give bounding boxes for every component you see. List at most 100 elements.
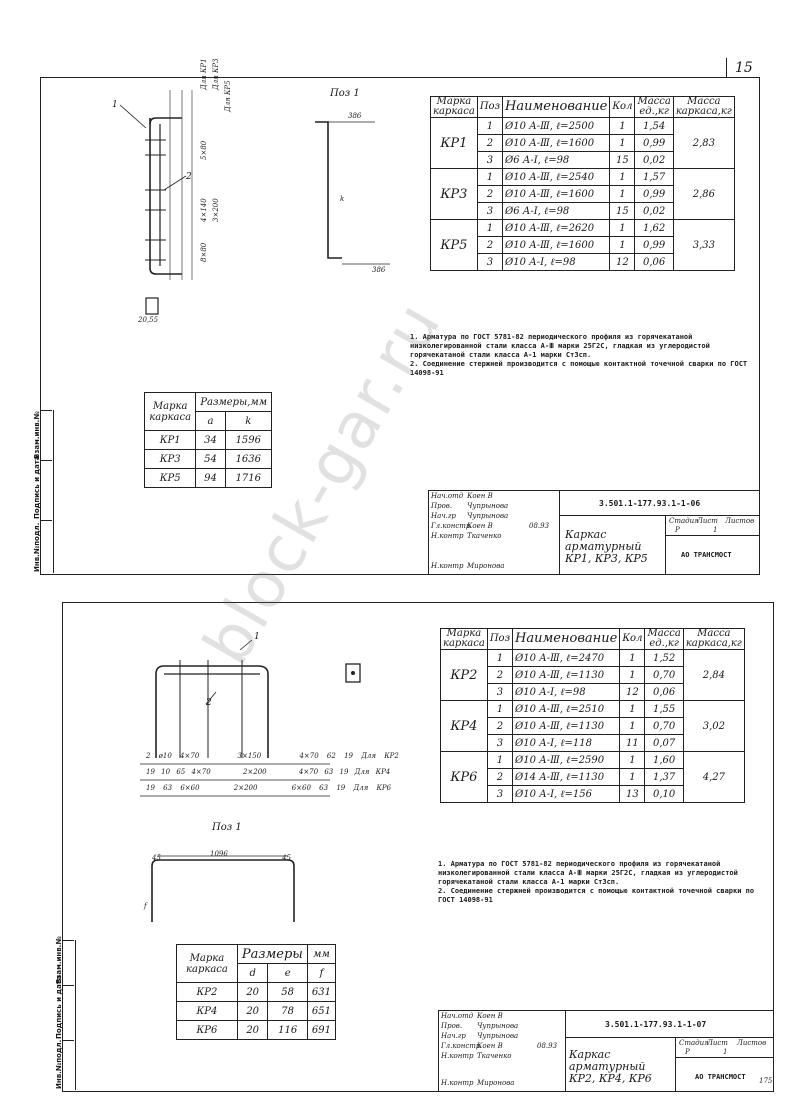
table-row: КР2 1 Ø10 А-Ⅲ, ℓ=2470 1 1,52 2,84 xyxy=(440,649,745,701)
sheet-2-corner-l: 45 xyxy=(152,854,161,862)
qty-cell: 13 xyxy=(619,785,646,803)
qty-cell: 15 xyxy=(609,202,636,220)
name-cell: Ø10 А-Ⅲ, ℓ=2590 xyxy=(512,751,621,769)
sheet-1-mark-1: 1 xyxy=(112,100,118,110)
stamp-name: Чупрынова xyxy=(467,502,509,510)
pos-cell: 1 xyxy=(476,117,504,135)
cage-corner xyxy=(149,117,157,125)
sheet-2-pos-label: Поз 1 xyxy=(212,822,242,833)
stage-value: Р xyxy=(685,1048,690,1056)
spec-header-row: Марка каркаса Поз Наименование Кол Масса… xyxy=(440,628,745,650)
dim-item: 63 xyxy=(163,784,173,792)
stamp-role: Нач.гр xyxy=(441,1032,466,1040)
brand-cell: КР2 xyxy=(440,649,488,701)
qty-cell: 1 xyxy=(619,717,646,735)
pos-cell: 1 xyxy=(486,649,514,667)
dim-item: 10 xyxy=(161,768,171,776)
side-cell: Взам.инв.№ xyxy=(33,410,52,461)
dims-subheader-row: a k xyxy=(145,411,273,431)
name-cell: Ø10 А-Ⅲ, ℓ=1130 xyxy=(512,666,621,684)
dims-col-a: a xyxy=(195,411,226,431)
dim-item: 63 xyxy=(319,784,329,792)
sheet-1-frame-drawing xyxy=(119,90,390,315)
sheet-value: 1 xyxy=(713,526,718,534)
name-cell: Ø14 А-Ⅲ, ℓ=1130 xyxy=(512,768,621,786)
stage-label: Стадия xyxy=(669,517,699,525)
dim-item: Для КР6 xyxy=(353,784,392,792)
page-number: 15 xyxy=(735,60,753,76)
dims-col-sizes: Размеры xyxy=(236,944,308,964)
pos-cell: 3 xyxy=(486,734,514,752)
qty-cell: 1 xyxy=(609,219,636,237)
sheet-1-vdim-4x140: 4×140 xyxy=(200,198,208,222)
sheet-2-frame-drawing xyxy=(140,640,330,797)
stamp-name: Чупрынова xyxy=(467,512,509,520)
qty-cell: 1 xyxy=(619,751,646,769)
dim-item: Для КР4 xyxy=(354,768,391,776)
stamp-name: Миронова xyxy=(467,562,505,570)
table-row: 3 Ø10 А-I, ℓ=156 13 0,10 xyxy=(441,785,745,803)
dim-item: 6×60 xyxy=(291,784,311,792)
dims-cell: КР4 xyxy=(176,1001,238,1021)
name-cell: Ø10 А-Ⅲ, ℓ=1600 xyxy=(502,134,611,152)
name-cell: Ø10 А-I, ℓ=98 xyxy=(502,253,611,271)
stamp-org: АО ТРАНСМОСТ xyxy=(681,551,732,559)
name-cell: Ø10 А-Ⅲ, ℓ=2620 xyxy=(502,219,611,237)
dims-header-row: Марка каркаса Размеры мм xyxy=(176,944,337,983)
sheet-1-vdim-3x200: 3×200 xyxy=(212,198,220,222)
table-row: КР3 1 Ø10 А-Ⅲ, ℓ=2540 1 1,57 2,86 xyxy=(430,168,735,220)
col-brand: Марка каркаса xyxy=(440,628,488,650)
sheet-1-vdim-8x80: 8×80 xyxy=(200,242,208,262)
pos-cell: 1 xyxy=(476,219,504,237)
pos-cell: 2 xyxy=(486,768,514,786)
dims-cell: 1596 xyxy=(224,430,273,450)
stamp-role: Н.контр xyxy=(431,562,464,570)
table-row: КР5 1 Ø10 А-Ⅲ, ℓ=2620 1 1,62 3,33 xyxy=(430,219,735,271)
mass-cell: 0,07 xyxy=(644,734,684,752)
stage-value: Р xyxy=(675,526,680,534)
name-cell: Ø10 А-I, ℓ=118 xyxy=(512,734,621,752)
stamp-role: Гл.констр xyxy=(431,522,471,530)
dims-cell: 1716 xyxy=(224,468,273,488)
col-pos: Поз xyxy=(476,96,504,118)
total-cell: 3,33 xyxy=(672,219,735,271)
pos-cell: 2 xyxy=(486,717,514,735)
stamp-code: 3.501.1-177.93.1-1-07 xyxy=(605,1020,707,1029)
stamp-date: 08.93 xyxy=(529,522,550,530)
sheet-value: 1 xyxy=(723,1048,728,1056)
mass-cell: 1,60 xyxy=(644,751,684,769)
dims-subheader-row: d e f xyxy=(177,963,337,983)
qty-cell: 12 xyxy=(609,253,636,271)
sheet-2-dim-top: 1096 xyxy=(210,850,228,858)
pos-cell: 2 xyxy=(476,134,504,152)
dims-cell: 94 xyxy=(195,468,226,488)
sheet-2-corner-r: 45 xyxy=(282,854,291,862)
cage-rod-1 xyxy=(155,665,269,758)
dim-item: 2 ø10 xyxy=(146,752,172,760)
mass-cell: 1,57 xyxy=(634,168,674,186)
sheet-2-notes: 1. Арматура по ГОСТ 5781-82 периодическо… xyxy=(438,860,755,904)
dims-col-e: e xyxy=(267,963,308,983)
sheet-2-spec-table: Марка каркаса Поз Наименование Кол Масса… xyxy=(440,628,745,803)
dim-item: 4×70 xyxy=(299,752,319,760)
dims-col-k: k xyxy=(224,411,273,431)
stamp-people-grid: Нач.отд Коен В Пров. Чупрынова Нач.гр Чу… xyxy=(439,1011,566,1091)
dims-col-d: d xyxy=(236,963,269,983)
dims-cell: 116 xyxy=(267,1020,308,1040)
dims-cell: 631 xyxy=(306,982,337,1002)
sheet-1-title-block: Нач.отд Коен В Пров. Чупрынова Нач.гр Чу… xyxy=(428,490,760,575)
stamp-role: Н.контр xyxy=(441,1052,474,1060)
stamp-name: Ткаченко xyxy=(477,1052,512,1060)
dims-cell: 20 xyxy=(236,1001,269,1021)
mass-cell: 0,70 xyxy=(644,666,684,684)
dims-cell: 58 xyxy=(267,982,308,1002)
sheet-1-dim-k: k xyxy=(340,195,345,203)
spec-header-row: Марка каркаса Поз Наименование Кол Масса… xyxy=(430,96,735,118)
dim-item: 65 xyxy=(176,768,186,776)
table-row: 2 Ø10 А-Ⅲ, ℓ=1600 1 0,99 xyxy=(431,236,735,254)
sheet-label: Лист xyxy=(697,517,718,525)
qty-cell: 12 xyxy=(619,683,646,701)
sheet-1-pos-label: Поз 1 xyxy=(330,88,360,99)
